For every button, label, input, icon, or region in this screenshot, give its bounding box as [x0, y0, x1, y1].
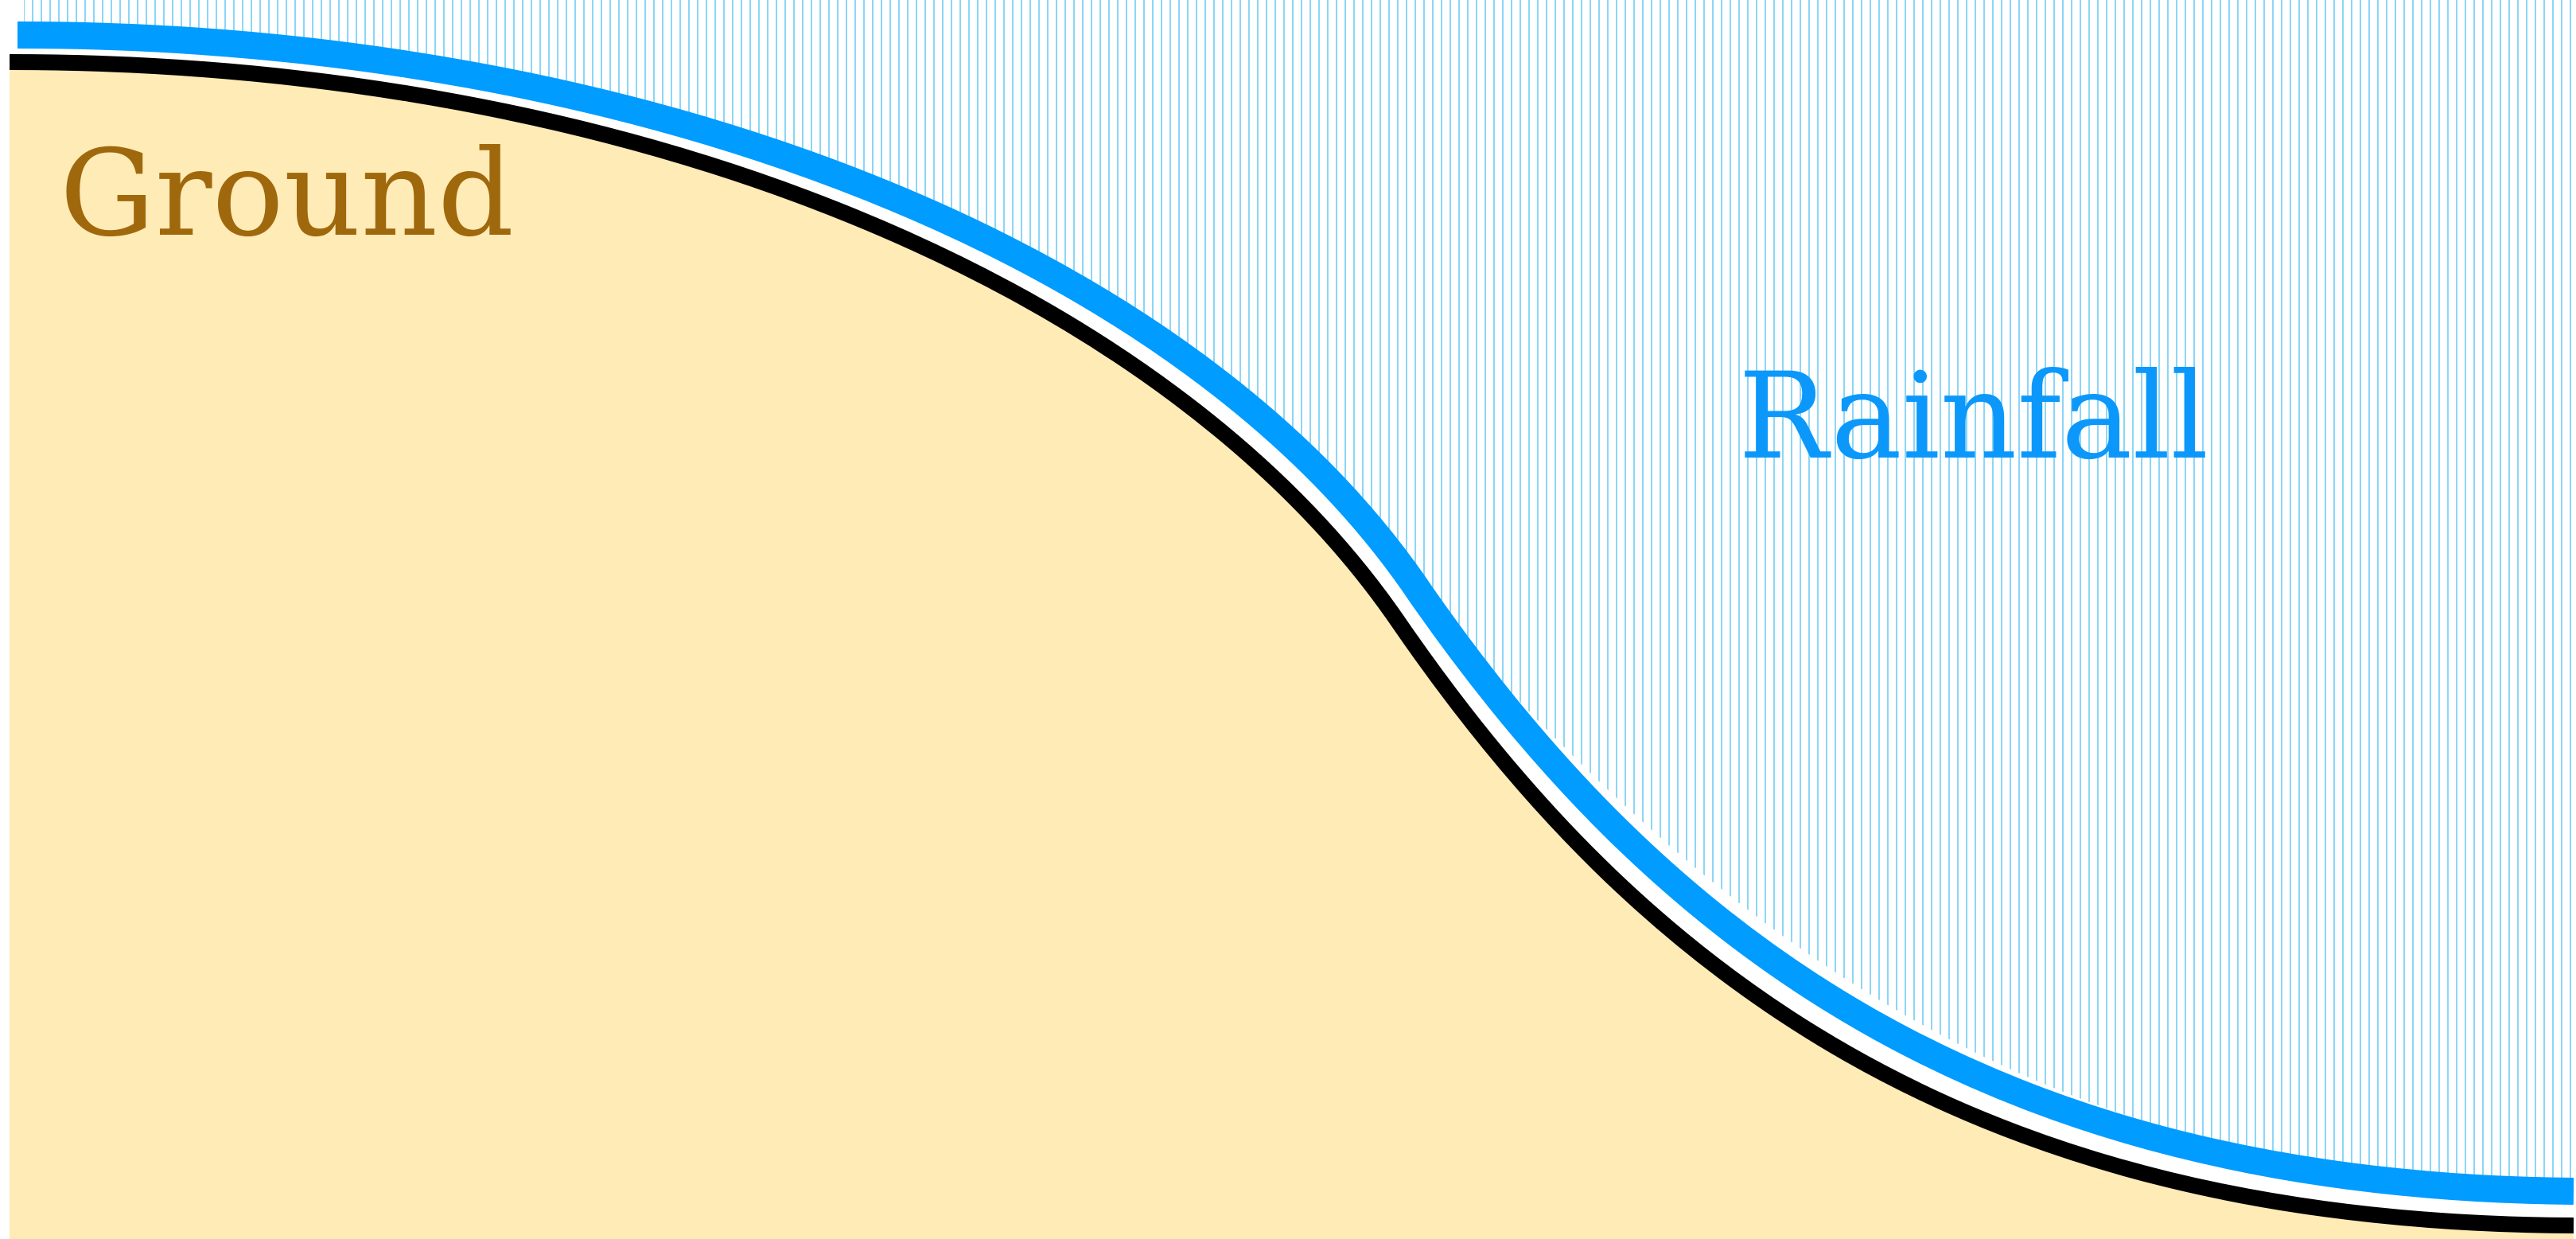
rainfall-label: Rainfall — [1738, 348, 2208, 486]
ground-surface-line — [9, 54, 2574, 1233]
ground-region — [10, 62, 2574, 1239]
ground-label: Ground — [60, 125, 514, 263]
rainfall-band — [17, 21, 2574, 1205]
